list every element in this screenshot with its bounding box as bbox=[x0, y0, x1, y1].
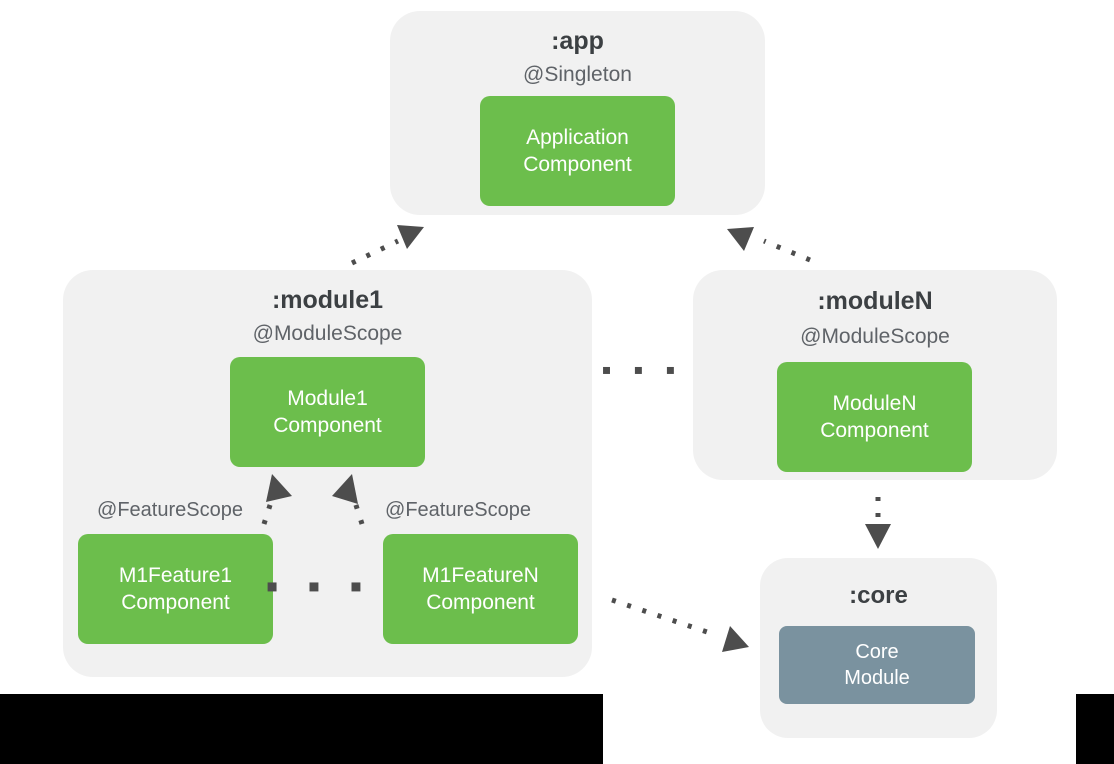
app-scope-label: @Singleton bbox=[523, 63, 632, 86]
container-moduleN: :moduleN @ModuleScope ModuleN Component bbox=[693, 270, 1057, 480]
module1-component-node: Module1 Component bbox=[230, 357, 425, 467]
node-label-line: ModuleN bbox=[832, 392, 917, 415]
node-label-line: M1FeatureN bbox=[422, 564, 539, 587]
node-label-line: Module1 bbox=[287, 387, 368, 410]
arrowhead-module1-to-core bbox=[722, 626, 749, 652]
module1-scope-label: @ModuleScope bbox=[252, 322, 403, 345]
node-label-line: Component bbox=[426, 591, 535, 614]
core-title: :core bbox=[849, 582, 908, 609]
arrow-line-moduleN-to-app bbox=[763, 238, 811, 263]
letterbox-bar-left bbox=[0, 694, 603, 764]
arrowhead-module1-to-app bbox=[397, 225, 424, 249]
ellipsis-between-features: ▪ ▪ ▪ bbox=[265, 575, 375, 597]
arrow-line-module1-to-app bbox=[350, 238, 400, 266]
arrowhead-moduleN-to-app bbox=[727, 227, 754, 251]
application-component-node: Application Component bbox=[480, 96, 675, 206]
arrow-line-module1-to-core bbox=[611, 597, 711, 636]
moduleN-scope-label: @ModuleScope bbox=[800, 325, 950, 348]
module1-title: :module1 bbox=[271, 286, 384, 314]
node-label-line: M1Feature1 bbox=[118, 564, 233, 587]
m1featureN-component-node: M1FeatureN Component bbox=[383, 534, 578, 644]
featureN-scope-label: @FeatureScope bbox=[385, 499, 531, 521]
moduleN-component-node: ModuleN Component bbox=[777, 362, 972, 472]
moduleN-title: :moduleN bbox=[817, 287, 933, 315]
node-label-line: Component bbox=[820, 419, 929, 442]
container-module1: :module1 @ModuleScope Module1 Component … bbox=[63, 270, 592, 677]
node-label-line: Component bbox=[523, 153, 632, 176]
app-title: :app bbox=[551, 27, 604, 55]
node-label-line: Component bbox=[121, 591, 230, 614]
ellipsis-between-modules: ▪ ▪ ▪ bbox=[601, 362, 685, 378]
arrowhead-moduleN-to-core bbox=[865, 524, 891, 549]
node-label-line: Core bbox=[855, 641, 899, 663]
node-label-line: Application bbox=[526, 126, 629, 149]
container-app: :app @Singleton Application Component bbox=[390, 11, 765, 215]
node-label-line: Module bbox=[844, 667, 910, 689]
container-core: :core Core Module bbox=[760, 558, 997, 738]
m1feature1-component-node: M1Feature1 Component bbox=[78, 534, 273, 644]
feature1-scope-label: @FeatureScope bbox=[97, 499, 243, 521]
core-module-node: Core Module bbox=[779, 626, 975, 704]
letterbox-bar-right bbox=[1076, 694, 1114, 764]
node-label-line: Component bbox=[273, 414, 382, 437]
